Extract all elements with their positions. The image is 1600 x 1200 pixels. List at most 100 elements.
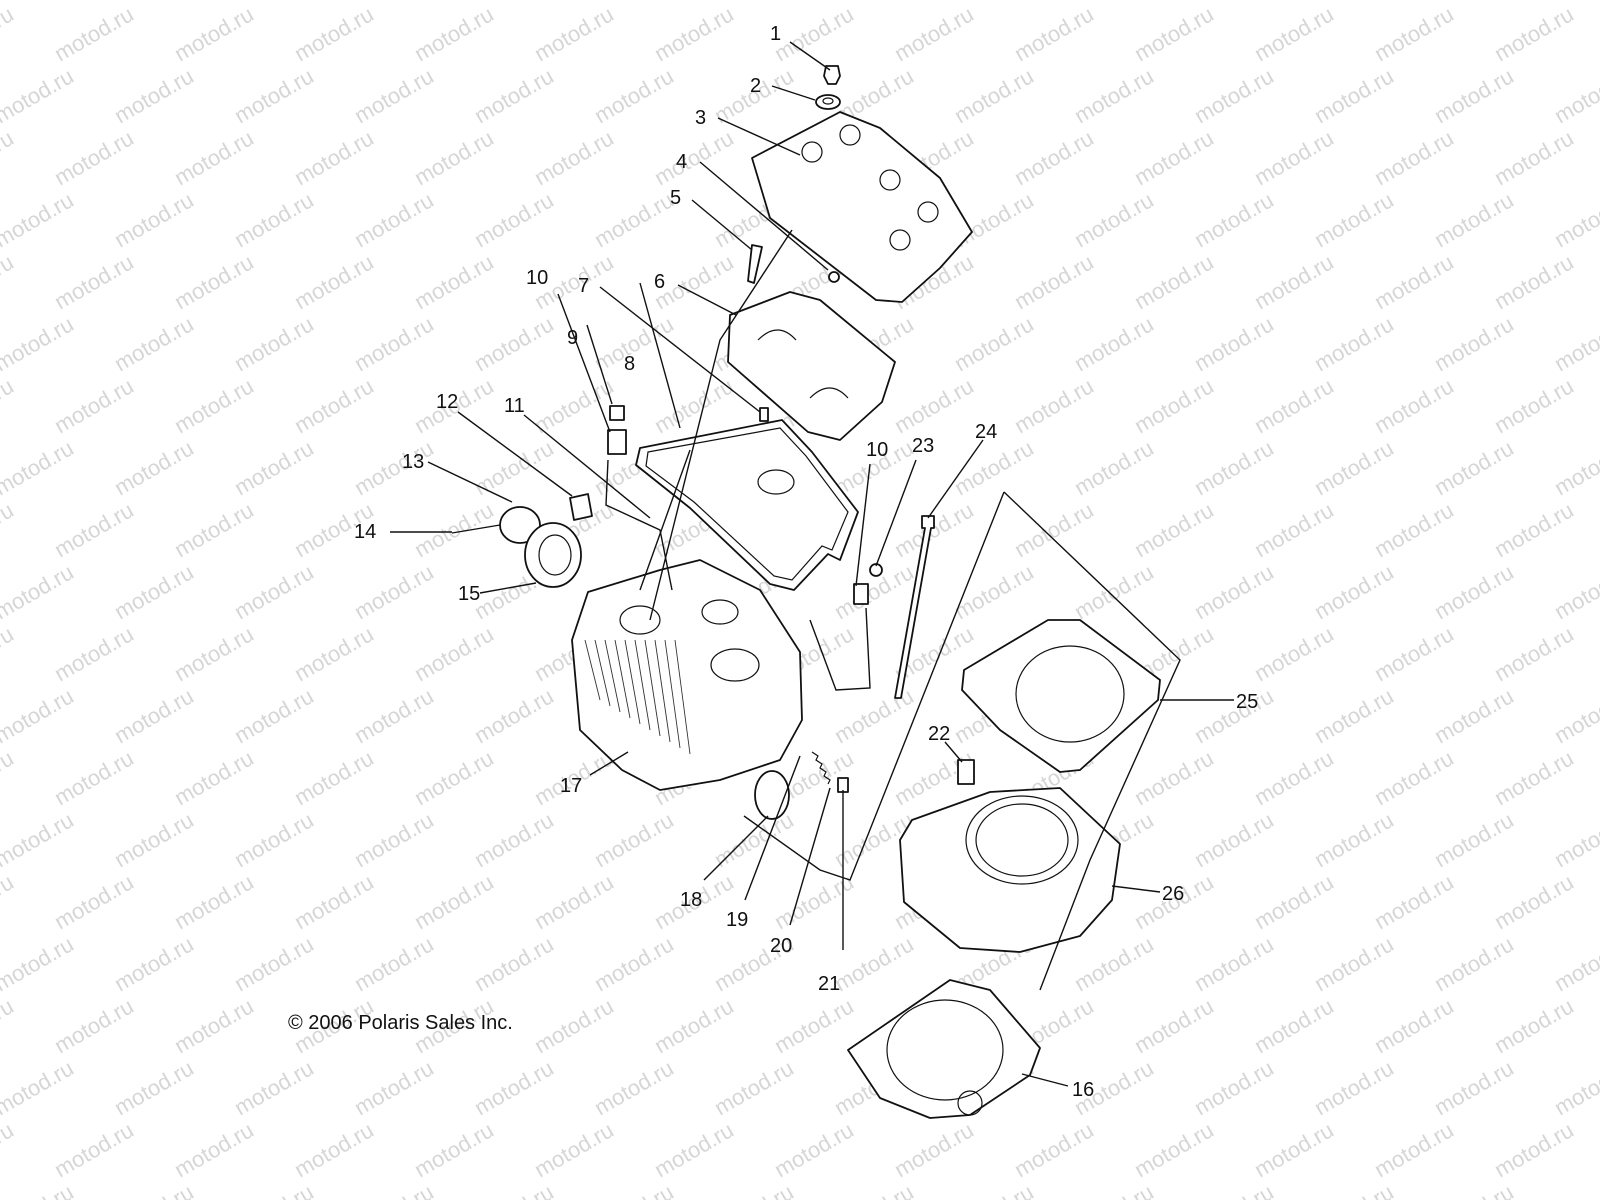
watermark-text: motod.ru (470, 435, 558, 500)
watermark-text: motod.ru (650, 373, 738, 438)
part-gasket-inner (645, 427, 849, 581)
watermark-text: motod.ru (1250, 869, 1338, 934)
watermark-text: motod.ru (350, 187, 438, 252)
part-cover-boss (839, 124, 861, 146)
part-cover-boss (889, 229, 911, 251)
callout-18: 18 (680, 889, 702, 911)
part-cylinder-bore (965, 795, 1079, 885)
callout-12: 12 (436, 391, 458, 413)
watermark-text: motod.ru (230, 1179, 318, 1200)
watermark-text: motod.ru (230, 683, 318, 748)
part-head-port (701, 599, 739, 625)
watermark-text: motod.ru (1250, 373, 1338, 438)
watermark-text: motod.ru (650, 1, 738, 66)
watermark-text: motod.ru (1130, 993, 1218, 1058)
watermark-text: motod.ru (0, 745, 18, 810)
watermark-text: motod.ru (1190, 807, 1278, 872)
watermark-text: motod.ru (950, 63, 1038, 128)
watermark-text: motod.ru (1250, 125, 1338, 190)
watermark-text: motod.ru (50, 497, 138, 562)
watermark-text: motod.ru (1250, 1117, 1338, 1182)
callout-11: 11 (504, 395, 525, 417)
watermark-text: motod.ru (1550, 1055, 1600, 1120)
watermark-text: motod.ru (1010, 249, 1098, 314)
part-plug-seal (757, 469, 795, 495)
watermark-text: motod.ru (1430, 435, 1518, 500)
part-cap-bolt (747, 244, 763, 284)
watermark-text: motod.ru (1550, 187, 1600, 252)
leader-7 (599, 286, 761, 413)
watermark-text: motod.ru (590, 807, 678, 872)
part-cam-carrier (727, 291, 896, 441)
watermark-text: motod.ru (1310, 63, 1398, 128)
part-cylinder-head (571, 559, 803, 791)
watermark-text: motod.ru (530, 869, 618, 934)
watermark-text: motod.ru (1130, 1, 1218, 66)
watermark-text: motod.ru (0, 1, 18, 66)
watermark-text: motod.ru (110, 683, 198, 748)
assembly-line (605, 459, 673, 591)
watermark-text: motod.ru (1130, 373, 1218, 438)
watermark-text: motod.ru (0, 249, 18, 314)
watermark-text: motod.ru (470, 63, 558, 128)
watermark-text: motod.ru (1550, 1179, 1600, 1200)
part-head-port (710, 648, 760, 682)
watermark-text: motod.ru (0, 125, 18, 190)
callout-7: 7 (578, 275, 589, 297)
callout-10-right: 10 (866, 439, 888, 461)
callout-19: 19 (726, 909, 748, 931)
callout-17: 17 (560, 775, 582, 797)
watermark-text: motod.ru (770, 1117, 858, 1182)
watermark-text: motod.ru (1310, 683, 1398, 748)
leader-15 (479, 582, 537, 594)
leader-13 (427, 461, 513, 503)
watermark-text: motod.ru (290, 869, 378, 934)
watermark-text: motod.ru (650, 125, 738, 190)
watermark-text: motod.ru (530, 993, 618, 1058)
watermark-text: motod.ru (350, 1179, 438, 1200)
part-fitting-body (607, 429, 627, 455)
callout-6: 6 (654, 271, 665, 293)
assembly-line (649, 229, 793, 621)
callout-14: 14 (354, 521, 376, 543)
watermark-text: motod.ru (170, 125, 258, 190)
callout-8: 8 (624, 353, 635, 375)
watermark-text: motod.ru (0, 807, 78, 872)
watermark-text: motod.ru (50, 745, 138, 810)
watermark-text: motod.ru (170, 1, 258, 66)
watermark-text: motod.ru (890, 373, 978, 438)
watermark-text: motod.ru (890, 1117, 978, 1182)
watermark-text: motod.ru (1250, 497, 1338, 562)
watermark-text: motod.ru (410, 869, 498, 934)
watermark-text: motod.ru (1010, 1117, 1098, 1182)
watermark-text: motod.ru (1490, 621, 1578, 686)
watermark-text: motod.ru (410, 1, 498, 66)
watermark-text: motod.ru (830, 683, 918, 748)
leader-17 (589, 751, 629, 776)
watermark-text: motod.ru (0, 869, 18, 934)
watermark-text: motod.ru (170, 869, 258, 934)
part-valve-cover (751, 111, 973, 303)
watermark-text: motod.ru (1310, 559, 1398, 624)
watermark-text: motod.ru (1430, 1179, 1518, 1200)
watermark-text: motod.ru (1250, 249, 1338, 314)
watermark-text: motod.ru (1130, 249, 1218, 314)
watermark-text: motod.ru (1190, 435, 1278, 500)
callout-15: 15 (458, 583, 480, 605)
watermark-text: motod.ru (350, 63, 438, 128)
watermark-text: motod.ru (350, 311, 438, 376)
watermark-text: motod.ru (710, 807, 798, 872)
callout-1: 1 (770, 23, 781, 45)
watermark-text: motod.ru (1070, 311, 1158, 376)
leader-10 (557, 293, 611, 433)
part-cover-plate (754, 770, 790, 820)
part-stud (894, 515, 935, 699)
leader-12 (457, 411, 573, 497)
callout-4: 4 (676, 151, 687, 173)
watermark-text: motod.ru (110, 187, 198, 252)
part-cover-boss (801, 141, 823, 163)
watermark-text: motod.ru (770, 869, 858, 934)
watermark-text: motod.ru (0, 497, 18, 562)
watermark-text: motod.ru (1190, 311, 1278, 376)
